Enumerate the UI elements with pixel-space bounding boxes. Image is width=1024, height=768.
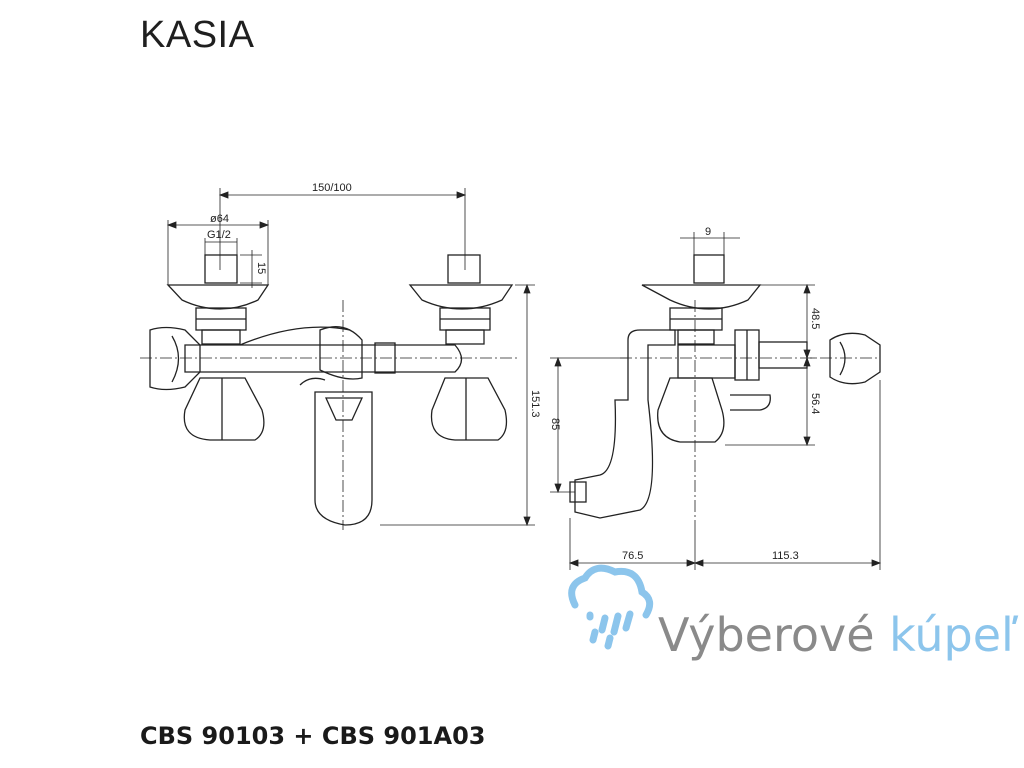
watermark-logo: Výberové kúpeľ [560, 560, 1024, 670]
dim-stub-label: 15 [255, 262, 267, 274]
dim-upper-label: 48.5 [809, 308, 821, 329]
dim-lower-label: 56.4 [809, 393, 821, 414]
model-codes: CBS 90103 + CBS 901A03 [140, 722, 486, 750]
dim-diameter-label: ø64 [210, 213, 229, 225]
watermark-word-2: kúpeľ [889, 608, 1019, 662]
watermark-word-1: Výberové [658, 608, 875, 662]
product-title: KASIA [140, 14, 255, 56]
dim-stub-width-label: 9 [705, 226, 711, 238]
dim-height-label: 151.3 [529, 390, 541, 418]
dim-width-label: 150/100 [312, 182, 352, 194]
dim-left-depth-label: 76.5 [622, 550, 643, 562]
side-view [569, 254, 881, 520]
watermark-text: Výberové kúpeľ [658, 608, 1018, 662]
front-view [140, 254, 520, 530]
shower-cloud-icon [568, 564, 654, 650]
dim-left-height-label: 85 [549, 418, 561, 430]
dim-thread-label: G1/2 [207, 229, 231, 241]
dim-right-depth-label: 115.3 [772, 550, 799, 562]
